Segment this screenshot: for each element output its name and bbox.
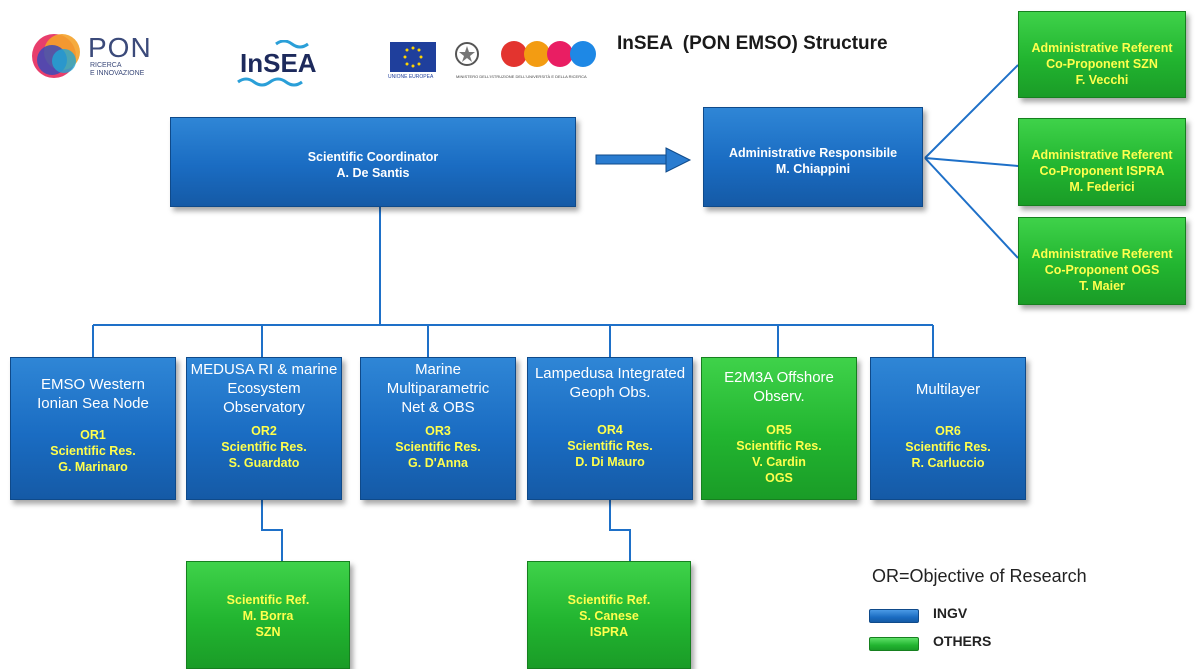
eu-flag-icon	[390, 42, 436, 72]
or-code: OR2	[251, 424, 277, 438]
administrative-responsible-box: Administrative Responsibile M. Chiappini	[703, 107, 923, 207]
eu-logo-text: UNIONE EUROPEA	[388, 74, 434, 80]
or-box: Lampedusa Integrated Geoph Obs. OR4 Scie…	[527, 357, 693, 500]
or2-ref-connector	[261, 500, 283, 561]
pon-logo-sub1: RICERCA	[90, 62, 122, 69]
or-role: Scientific Res.	[567, 439, 653, 453]
scientific-coordinator-box: Scientific Coordinator A. De Santis	[170, 117, 576, 207]
or-code: OR4	[597, 423, 623, 437]
admin-referent-person: F. Vecchi	[1075, 73, 1129, 87]
or-person: G. Marinaro	[58, 460, 128, 474]
coordinator-role: Scientific Coordinator	[307, 150, 439, 164]
sci-ref-role: Scientific Ref.	[226, 593, 310, 607]
insea-logo-text: InSEA	[240, 48, 317, 78]
or-box: E2M3A Offshore Observ. OR5 Scientific Re…	[701, 357, 857, 500]
scientific-ref-box: Scientific Ref. S. Canese ISPRA	[527, 561, 691, 669]
or-name: E2M3A Offshore Observ.	[724, 369, 834, 405]
wave-icon	[237, 40, 309, 87]
or-name: EMSO Western Ionian Sea Node	[37, 376, 149, 412]
admin-referent-person: M. Federici	[1069, 180, 1135, 194]
or4-ref-connector	[609, 500, 631, 561]
admin-referent-box: Administrative Referent Co-Proponent ISP…	[1018, 118, 1186, 206]
or-box: EMSO Western Ionian Sea Node OR1 Scienti…	[10, 357, 176, 500]
arrow-icon	[595, 147, 692, 173]
miur-logo: MINISTERO DELL'ISTRUZIONE DELL'UNIVERSIT…	[452, 38, 602, 83]
admin-referent-box: Administrative Referent Co-Proponent OGS…	[1018, 217, 1186, 305]
scientific-ref-box: Scientific Ref. M. Borra SZN	[186, 561, 350, 669]
sci-ref-org: SZN	[255, 625, 281, 639]
or-code: OR3	[425, 424, 451, 438]
eu-stars-icon	[403, 46, 423, 68]
or-code: OR1	[80, 428, 106, 442]
or-box: Marine Multiparametric Net & OBS OR3 Sci…	[360, 357, 516, 500]
miur-caption: MINISTERO DELL'ISTRUZIONE DELL'UNIVERSIT…	[456, 74, 587, 79]
insea-logo: InSEA	[236, 40, 317, 90]
or-box: Multilayer OR6 Scientific Res. R. Carluc…	[870, 357, 1026, 500]
pon-logo-text: PON	[88, 32, 152, 63]
legend-swatch-ingv	[869, 609, 919, 623]
or-role: Scientific Res.	[905, 440, 991, 454]
legend-title: OR=Objective of Research	[872, 566, 1087, 586]
or-person: D. Di Mauro	[575, 455, 645, 469]
or-name: Multilayer	[915, 381, 981, 398]
sci-ref-person: S. Canese	[579, 609, 639, 623]
admin-referent-coproponent: Co-Proponent OGS	[1044, 263, 1160, 277]
page-title: InSEA (PON EMSO) Structure	[617, 33, 888, 54]
or-role: Scientific Res.	[395, 440, 481, 454]
or-person: V. Cardin	[752, 455, 806, 469]
admin-referent-role: Administrative Referent	[1031, 41, 1173, 55]
or-role: Scientific Res.	[736, 439, 822, 453]
sci-ref-role: Scientific Ref.	[567, 593, 651, 607]
sci-ref-person: M. Borra	[242, 609, 294, 623]
or-name: Lampedusa Integrated Geoph Obs.	[534, 365, 686, 401]
sci-ref-org: ISPRA	[589, 625, 629, 639]
or-org: OGS	[765, 471, 793, 485]
admin-referent-coproponent: Co-Proponent ISPRA	[1039, 164, 1165, 178]
admin-responsible-person: M. Chiappini	[775, 162, 851, 176]
admin-referent-2-connector	[924, 157, 1019, 167]
or-code: OR6	[935, 424, 961, 438]
coordinator-person: A. De Santis	[336, 166, 410, 180]
or-name: Marine Multiparametric Net & OBS	[386, 361, 490, 416]
admin-referent-person: T. Maier	[1079, 279, 1125, 293]
legend-label-ingv: INGV	[933, 605, 968, 621]
pon-logo: PON RICERCA E INNOVAZIONE	[28, 30, 153, 82]
admin-referent-3-connector	[924, 157, 1019, 259]
admin-referent-coproponent: Co-Proponent SZN	[1046, 57, 1158, 71]
admin-referent-role: Administrative Referent	[1031, 148, 1173, 162]
pon-logo-mark	[32, 34, 80, 78]
miur-letters-icon	[501, 41, 596, 67]
or-person: S. Guardato	[228, 456, 300, 470]
eu-logo: UNIONE EUROPEA	[388, 42, 440, 82]
pon-logo-sub2: E INNOVAZIONE	[90, 70, 145, 77]
or-role: Scientific Res.	[50, 444, 136, 458]
admin-responsible-role: Administrative Responsibile	[728, 146, 898, 160]
admin-referent-box: Administrative Referent Co-Proponent SZN…	[1018, 11, 1186, 98]
emblem-icon	[455, 42, 479, 66]
legend-swatch-others	[869, 637, 919, 651]
or-code: OR5	[766, 423, 792, 437]
or-box: MEDUSA RI & marine Ecosystem Observatory…	[186, 357, 342, 500]
admin-referent-1-connector	[924, 64, 1019, 159]
or-person: G. D'Anna	[408, 456, 468, 470]
legend-label-others: OTHERS	[933, 633, 992, 649]
admin-referent-role: Administrative Referent	[1031, 247, 1173, 261]
or-person: R. Carluccio	[911, 456, 985, 470]
or-name: MEDUSA RI & marine Ecosystem Observatory	[190, 361, 338, 416]
or-role: Scientific Res.	[221, 440, 307, 454]
